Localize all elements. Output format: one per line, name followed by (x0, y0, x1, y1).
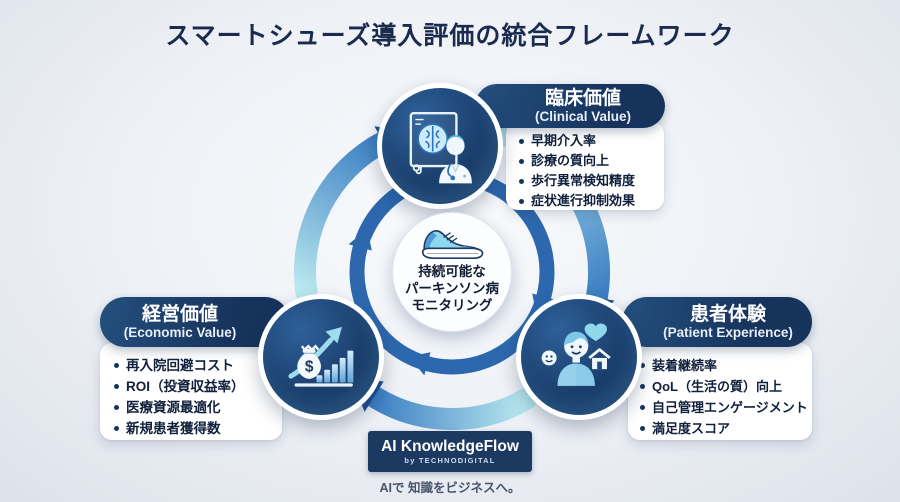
footer-tagline: AIで 知識をビジネスへ。 (379, 481, 521, 495)
patient-header: 患者体験 (Patient Experience) (622, 297, 812, 347)
money-growth-icon: $ (288, 326, 354, 387)
economic-card: 再入院回避コスト ROI（投資収益率） 医療資源最適化 新規患者獲得数 (100, 343, 282, 440)
list-item: 再入院回避コスト (114, 355, 274, 376)
economic-subtitle: (Economic Value) (123, 324, 237, 340)
bullet-dot (519, 178, 524, 184)
economic-header: 経営価値 (Economic Value) (100, 297, 290, 347)
list-item-label: 自己管理エンゲージメント (652, 400, 808, 415)
bullet-dot (640, 384, 645, 389)
doctor-brain-scan-icon (409, 112, 472, 184)
outer-arrow-right-to-left (351, 379, 537, 430)
list-item: 装着継続率 (640, 355, 806, 376)
economic-list: 再入院回避コスト ROI（投資収益率） 医療資源最適化 新規患者獲得数 (114, 355, 274, 439)
list-item-label: 症状進行抑制効果 (531, 193, 636, 208)
list-item-label: 再入院回避コスト (126, 358, 234, 373)
bullet-dot (519, 158, 524, 164)
hub-line: モニタリング (411, 298, 493, 313)
clinical-card: 早期介入率 診療の質向上 歩行異常検知精度 症状進行抑制効果 (506, 122, 664, 210)
list-item: QoL（生活の質）向上 (640, 376, 806, 397)
clinical-subtitle: (Clinical Value) (534, 108, 632, 124)
list-item-label: 早期介入率 (531, 133, 597, 148)
list-item-label: 装着継続率 (652, 358, 718, 373)
patient-wellbeing-icon (541, 323, 611, 386)
center-hub: 持続可能な パーキンソン病 モニタリング (392, 212, 512, 332)
list-item: 自己管理エンゲージメント (640, 397, 808, 418)
center-hub-label: 持続可能な パーキンソン病 モニタリング (405, 263, 499, 314)
list-item-label: 医療資源最適化 (126, 400, 221, 415)
logo-subtitle: by TECHNODIGITAL (404, 455, 496, 465)
list-item-label: QoL（生活の質）向上 (652, 379, 782, 394)
bullet-dot (519, 198, 524, 204)
list-item: 医療資源最適化 (114, 397, 274, 418)
sneaker-icon (421, 229, 484, 260)
svg-text:$: $ (305, 359, 314, 376)
economic-title: 経営価値 (141, 303, 218, 325)
bullet-dot (114, 405, 119, 410)
patient-list: 装着継続率 QoL（生活の質）向上 自己管理エンゲージメント 満足度スコア (640, 355, 808, 439)
patient-title: 患者体験 (689, 303, 766, 325)
clinical-title: 臨床価値 (544, 87, 621, 109)
page-title: スマートシューズ導入評価の統合フレームワーク (165, 22, 735, 50)
patient-card: 装着継続率 QoL（生活の質）向上 自己管理エンゲージメント 満足度スコア (628, 343, 812, 440)
list-item: 満足度スコア (640, 418, 806, 439)
list-item: 新規患者獲得数 (114, 418, 274, 439)
list-item: 早期介入率 (519, 131, 656, 151)
bullet-dot (519, 138, 524, 144)
list-item-label: 歩行異常検知精度 (531, 173, 636, 188)
bullet-dot (114, 426, 119, 431)
bullet-dot (640, 426, 645, 431)
list-item-label: 新規患者獲得数 (126, 421, 221, 436)
hub-line: パーキンソン病 (404, 281, 500, 296)
list-item: ROI（投資収益率） (114, 376, 274, 397)
patient-subtitle: (Patient Experience) (663, 324, 793, 340)
bullet-dot (640, 405, 645, 410)
clinical-icon-circle (377, 83, 503, 209)
list-item: 症状進行抑制効果 (519, 191, 656, 211)
clinical-header: 臨床価値 (Clinical Value) (475, 84, 665, 128)
bullet-dot (114, 384, 119, 389)
list-item-label: ROI（投資収益率） (126, 379, 245, 394)
logo-title: AI KnowledgeFlow (381, 437, 519, 455)
bullet-dot (114, 363, 119, 368)
list-item: 診療の質向上 (519, 151, 656, 171)
clinical-list: 早期介入率 診療の質向上 歩行異常検知精度 症状進行抑制効果 (519, 131, 656, 211)
hub-line: 持続可能な (418, 264, 486, 279)
list-item: 歩行異常検知精度 (519, 171, 656, 191)
bullet-dot (640, 363, 645, 368)
patient-icon-circle (516, 294, 642, 420)
list-item-label: 満足度スコア (652, 421, 731, 436)
economic-icon-circle: $ (258, 294, 384, 420)
list-item-label: 診療の質向上 (531, 153, 610, 168)
logo-box: AI KnowledgeFlow by TECHNODIGITAL (368, 431, 532, 472)
